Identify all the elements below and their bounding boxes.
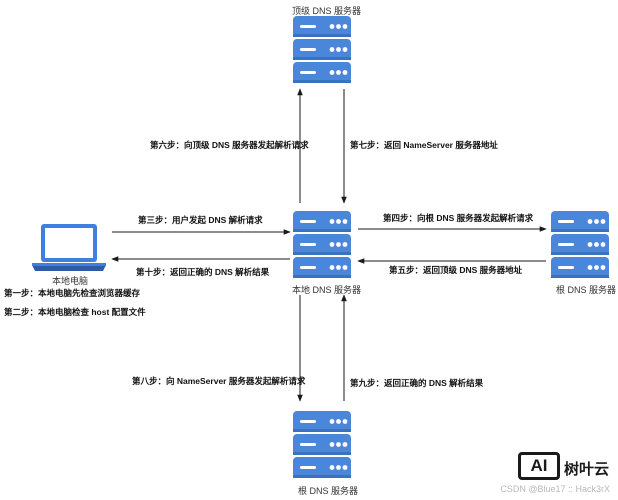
label-step7: 第七步：返回 NameServer 服务器地址 (350, 140, 498, 150)
label-step8: 第八步：向 NameServer 服务器发起解析请求 (132, 376, 306, 386)
note-step1: 第一步：本地电脑先检查浏览器缓存 (4, 288, 141, 298)
laptop-icon (32, 224, 106, 271)
watermark-credit: CSDN @Blue17 :: Hack3rX (500, 484, 610, 494)
top-dns-server-icon (293, 16, 351, 83)
root-dns-right-label: 根 DNS 服务器 (556, 285, 617, 295)
label-step5: 第五步：返回顶级 DNS 服务器地址 (389, 265, 523, 275)
note-step2: 第二步：本地电脑检查 host 配置文件 (4, 307, 146, 317)
root-dns-server-bottom-icon (293, 411, 351, 478)
top-dns-label: 顶级 DNS 服务器 (292, 6, 362, 16)
label-step10: 第十步：返回正确的 DNS 解析结果 (136, 267, 270, 277)
label-step3: 第三步：用户发起 DNS 解析请求 (138, 215, 263, 225)
label-step4: 第四步：向根 DNS 服务器发起解析请求 (383, 213, 534, 223)
watermark-name: 树叶云 (564, 461, 610, 478)
root-dns-bottom-label: 根 DNS 服务器 (298, 486, 359, 496)
label-step6: 第六步：向顶级 DNS 服务器发起解析请求 (150, 140, 309, 150)
local-dns-server-icon (293, 211, 351, 278)
label-step9: 第九步：返回正确的 DNS 解析结果 (350, 378, 484, 388)
root-dns-server-right-icon (551, 211, 609, 278)
laptop-label: 本地电脑 (52, 276, 89, 286)
watermark-logo: AI (518, 452, 560, 480)
local-dns-label: 本地 DNS 服务器 (292, 285, 362, 295)
